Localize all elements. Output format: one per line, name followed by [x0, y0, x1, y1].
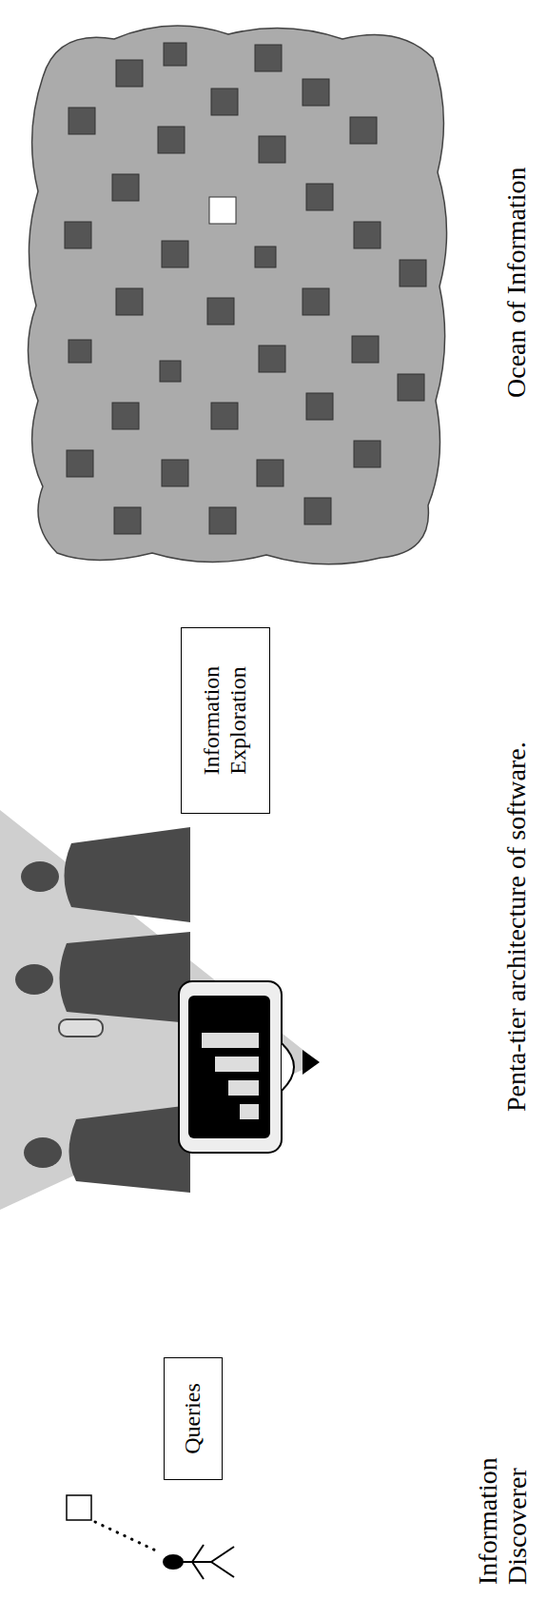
- info-square: [351, 335, 379, 363]
- ocean-node: Ocean of Information: [23, 15, 452, 567]
- person-body: [69, 1104, 192, 1192]
- info-square: [68, 107, 96, 135]
- info-square: [302, 78, 330, 106]
- info-square: [350, 117, 377, 144]
- info-square: [209, 507, 236, 534]
- person-body: [59, 931, 192, 1023]
- info-square: [163, 42, 187, 66]
- chart-bar: [201, 1032, 259, 1048]
- person-head: [23, 1136, 62, 1168]
- figure-head: [162, 1553, 184, 1569]
- info-square: [254, 44, 282, 72]
- info-square: [254, 246, 276, 268]
- info-square: [64, 221, 92, 249]
- person-head: [15, 963, 54, 995]
- figure-leg: [211, 1545, 235, 1562]
- info-square: [302, 288, 330, 315]
- info-square: [161, 240, 189, 268]
- info-square: [112, 402, 139, 430]
- info-square: [207, 297, 235, 325]
- info-square: [211, 402, 238, 430]
- chart-bar: [214, 1055, 259, 1072]
- caption-label: Ocean of Information: [501, 166, 531, 398]
- info-square: [66, 449, 94, 477]
- info-square: [353, 440, 381, 468]
- monitor-stand: [281, 1042, 294, 1091]
- person-body: [64, 826, 192, 922]
- info-square: [256, 459, 284, 487]
- info-square: [68, 339, 92, 363]
- info-square: [161, 459, 189, 487]
- info-square: [114, 507, 141, 534]
- figure-arm: [192, 1543, 204, 1562]
- info-square: [397, 373, 425, 401]
- person-head: [20, 860, 59, 892]
- info-square: [211, 88, 238, 116]
- dotted-line: [95, 1521, 160, 1552]
- computer-scene: [0, 809, 320, 1210]
- info-square: [157, 126, 185, 154]
- info-square: [353, 221, 381, 249]
- box-label: Queries: [179, 1382, 207, 1454]
- caption-label: Penta-tier architecture of software.: [501, 741, 531, 1112]
- info-square: [304, 497, 332, 525]
- box-label: Information Exploration: [198, 635, 252, 805]
- process-box: Queries: [163, 1356, 223, 1480]
- ocean-shape: [27, 25, 447, 565]
- idea-square: [66, 1494, 92, 1520]
- info-square: [306, 392, 333, 420]
- caption-label: Information Discoverer: [472, 1422, 532, 1584]
- figure-leg: [211, 1561, 235, 1577]
- info-square: [306, 183, 333, 211]
- info-square: [116, 288, 143, 315]
- info-square: [399, 259, 427, 287]
- stick-figure: [66, 1494, 235, 1579]
- discoverer-node: Information Discoverer: [152, 1513, 238, 1595]
- light-cone: [0, 809, 319, 1210]
- software-node: Penta-tier architecture of software.: [0, 852, 314, 1318]
- handheld-device: [58, 1018, 103, 1036]
- info-square: [112, 174, 139, 201]
- chart-bar: [239, 1103, 259, 1119]
- figure-body: [182, 1560, 212, 1563]
- info-square: [258, 136, 286, 163]
- info-square: [116, 59, 143, 87]
- process-box: Information Exploration: [180, 626, 271, 814]
- found-square: [209, 196, 236, 224]
- info-square: [258, 345, 286, 372]
- stand-foot: [302, 1049, 320, 1075]
- ocean-squares: [64, 42, 427, 534]
- figure-arm: [192, 1561, 204, 1579]
- info-square: [159, 360, 181, 382]
- chart-bar: [228, 1079, 259, 1095]
- monitor-screen: [188, 995, 271, 1138]
- monitor-body: [178, 980, 282, 1153]
- ocean: [27, 25, 447, 565]
